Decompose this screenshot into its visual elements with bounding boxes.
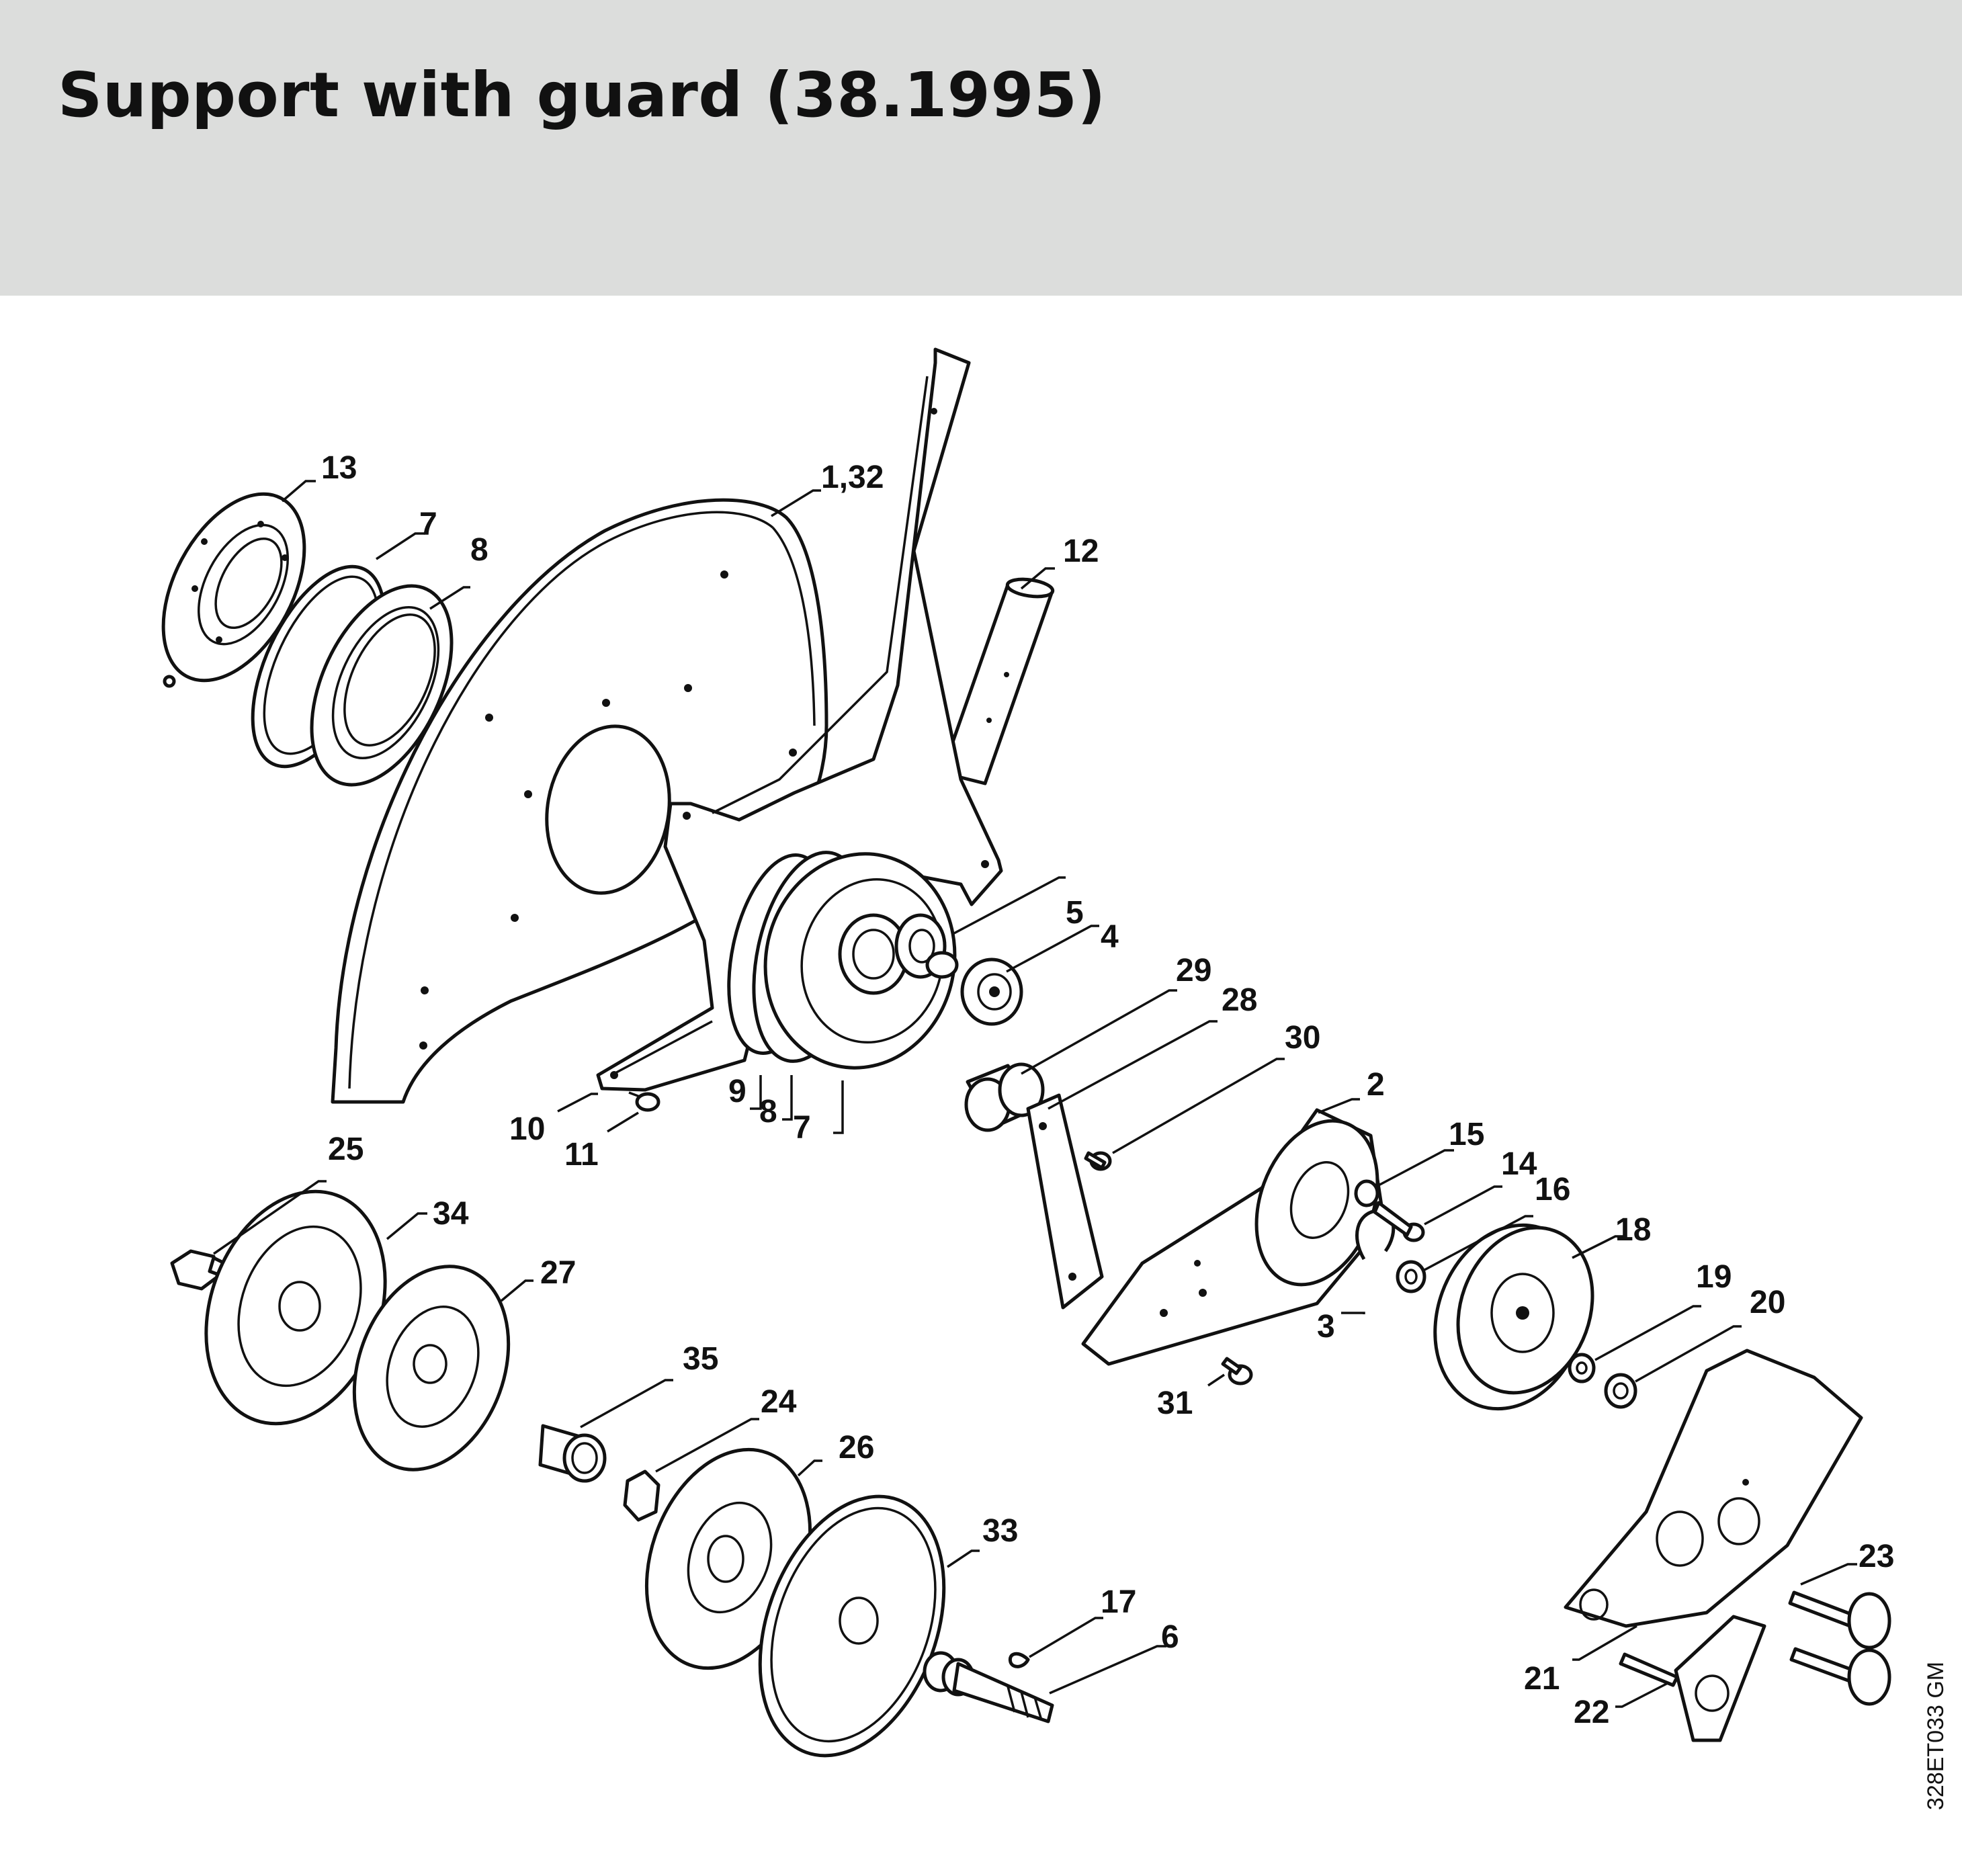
part-33-cutting-wheel [758,1494,946,1758]
part-17-woodruff-key [1008,1652,1030,1668]
callout-2: 2 [1367,1067,1385,1103]
callout-29: 29 [1176,953,1211,988]
callout-7-top: 7 [419,507,437,542]
callout-11: 11 [564,1137,599,1172]
callout-24: 24 [761,1384,797,1420]
part-22-lock-plate [1619,1615,1766,1742]
callout-5: 5 [1066,895,1084,931]
part-14-bolt [1373,1201,1425,1242]
callout-31: 31 [1157,1385,1193,1421]
callout-13: 13 [321,450,357,486]
callout-25: 25 [328,1132,364,1167]
callout-35: 35 [683,1341,718,1377]
part-12-grip-sleeve [940,577,1055,785]
title-banner: Support with guard (38.1995) [0,0,1962,296]
part-16-washer [1396,1260,1426,1293]
part-1-32-blade-guard [331,498,828,1104]
callout-26: 26 [839,1430,874,1465]
part-11-screw [628,1091,660,1112]
part-27-thrust-washer [352,1265,511,1472]
callout-30: 30 [1285,1020,1320,1056]
part-23-knob-screw-lower [1789,1647,1891,1706]
callout-18: 18 [1615,1212,1651,1248]
callout-23: 23 [1859,1539,1894,1574]
part-30-screw [1084,1151,1112,1171]
callout-17: 17 [1101,1584,1136,1620]
callout-28: 28 [1222,982,1257,1018]
callout-27: 27 [540,1255,576,1291]
page-title: Support with guard (38.1995) [58,59,1106,131]
leader-lines [213,480,1857,1708]
part-21-belt-cover [1564,1349,1863,1628]
callout-3: 3 [1317,1309,1335,1345]
part-23-knob-screw-upper [1788,1590,1891,1650]
callout-9: 9 [728,1074,747,1109]
part-6-spindle [923,1651,1054,1723]
callout-19: 19 [1696,1259,1732,1295]
part-18-belt-pulley [1433,1223,1594,1411]
part-28-tension-link [1026,1093,1104,1310]
callout-20: 20 [1750,1285,1785,1320]
support-frame [596,347,1003,1092]
part-29-spacer-roller [964,1062,1045,1132]
callout-33: 33 [982,1513,1018,1549]
part-9-8-7-pulley-assembly [727,851,957,1070]
callout-labels: 13 7 8 1,32 12 5 4 29 28 30 2 15 14 16 1… [321,450,1894,1730]
part-20-nut [1604,1373,1637,1409]
part-15-washer [1354,1179,1379,1207]
callout-7-bottom: 7 [793,1110,811,1146]
part-5-bearing [894,913,959,979]
callout-8-top: 8 [470,532,488,568]
part-31-screw [1221,1357,1253,1385]
callout-21: 21 [1524,1661,1560,1697]
part-13-flange-plate [161,492,306,688]
part-19-washer [1568,1353,1596,1383]
callout-34: 34 [433,1196,469,1232]
part-35-bushing [538,1424,607,1483]
part-24-hex-nut [623,1469,660,1522]
callout-8-bottom: 8 [759,1094,777,1129]
part-4-ball-bearing [960,957,1023,1026]
callout-6: 6 [1161,1619,1179,1655]
callout-14: 14 [1501,1146,1537,1182]
callout-10: 10 [509,1111,545,1147]
callout-22: 22 [1574,1695,1609,1730]
callout-16: 16 [1535,1172,1570,1207]
callout-12: 12 [1063,534,1099,569]
callout-4: 4 [1101,919,1119,955]
callout-1-32: 1,32 [821,460,884,495]
diagram-code: 328ET033 GM [1923,1662,1949,1810]
callout-15: 15 [1449,1117,1484,1152]
part-2-guard-plate [1081,1108,1386,1366]
